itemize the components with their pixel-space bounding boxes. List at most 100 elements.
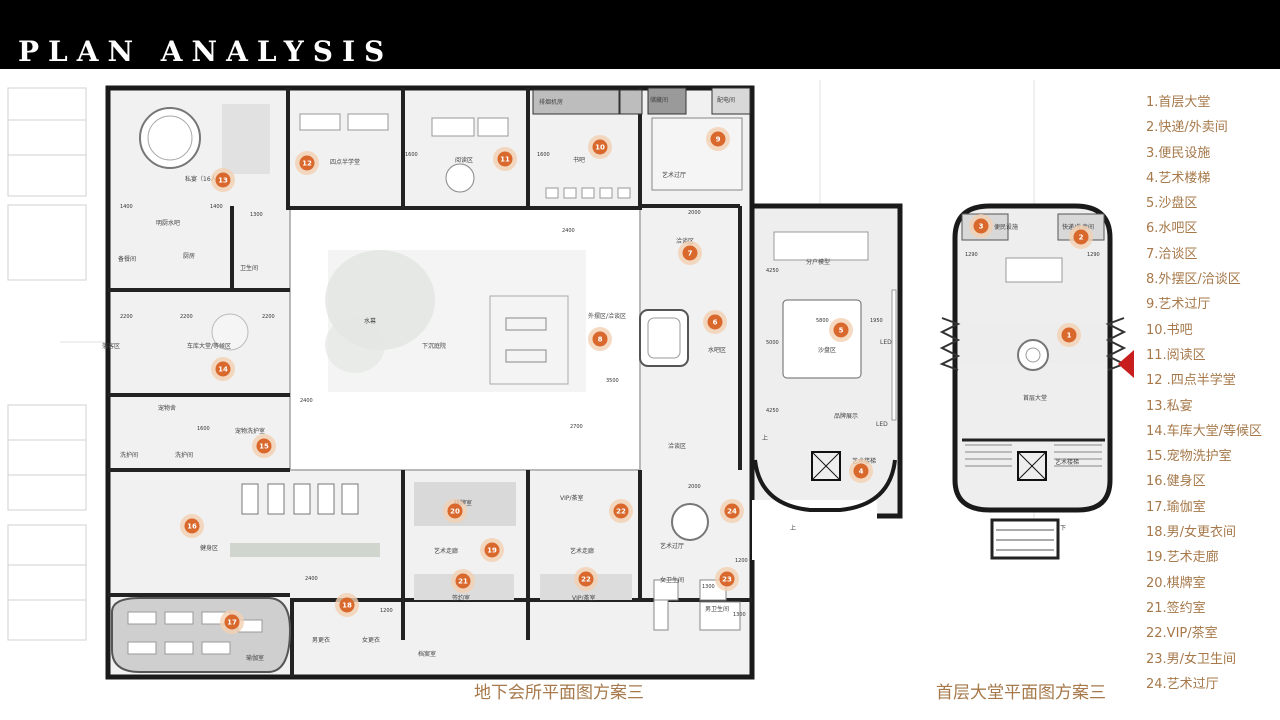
area-marker-14 <box>215 361 231 377</box>
area-marker-2 <box>1073 229 1089 245</box>
room-label: 艺术过厅 <box>660 542 684 550</box>
room-label: 档案室 <box>418 650 436 658</box>
legend-item: 5.沙盘区 <box>1146 196 1198 212</box>
room-label: 洽谈区 <box>668 442 686 450</box>
marker-number: 21 <box>458 578 468 586</box>
area-marker-22 <box>613 503 629 519</box>
legend-item: 16.健身区 <box>1146 474 1206 490</box>
marker-number: 4 <box>859 468 864 476</box>
room-label: 男更衣 <box>312 636 330 644</box>
room-label: 健身区 <box>200 544 218 552</box>
area-marker-8 <box>592 331 608 347</box>
area-marker-9 <box>710 131 726 147</box>
legend-item: 24.艺术过厅 <box>1146 676 1219 692</box>
area-marker-13 <box>215 172 231 188</box>
dimension-label: 1300 <box>250 212 263 218</box>
legend-item: 13.私宴 <box>1146 398 1193 414</box>
marker-number: 1 <box>1067 332 1072 340</box>
area-legend: 1.首层大堂 2.快递/外卖间 3.便民设施 4.艺术楼梯 5.沙盘区 6.水吧… <box>1146 90 1276 697</box>
legend-item: 9.艺术过厅 <box>1146 297 1211 313</box>
room-label: VIP/茶室 <box>560 494 584 502</box>
dimension-label: 1300 <box>733 612 746 618</box>
dimension-label: 1290 <box>965 252 978 258</box>
dimension-label: 2200 <box>262 314 275 320</box>
room-label: 卫生间 <box>240 264 258 272</box>
dimension-label: 1600 <box>537 152 550 158</box>
room-label: VIP/茶室 <box>572 594 596 602</box>
legend-item: 11.阅读区 <box>1146 347 1206 363</box>
room-label: 便民设施 <box>994 223 1018 231</box>
dimension-label: 4250 <box>766 408 779 414</box>
area-marker-4 <box>853 463 869 479</box>
room-label: 书吧 <box>573 156 585 164</box>
marker-number: 2 <box>1079 234 1084 242</box>
marker-number: 22 <box>616 508 626 516</box>
legend-item: 15.宠物洗护室 <box>1146 449 1232 465</box>
marker-number: 23 <box>722 576 732 584</box>
legend-item: 21.签约室 <box>1146 600 1206 616</box>
room-label: 瑜伽室 <box>246 654 264 662</box>
room-label: 上 <box>790 524 796 532</box>
legend-item: 12 .四点半学堂 <box>1146 373 1236 389</box>
area-marker-1 <box>1061 327 1077 343</box>
marker-number: 9 <box>716 136 721 144</box>
dimension-label: 2400 <box>562 228 575 234</box>
room-label: 阅读区 <box>455 156 473 164</box>
marker-number: 6 <box>713 319 718 327</box>
area-marker-10 <box>592 139 608 155</box>
room-label: 明厨水吧 <box>156 219 180 227</box>
marker-number: 12 <box>302 160 312 168</box>
area-marker-22 <box>578 571 594 587</box>
dimension-label: 2200 <box>120 314 133 320</box>
left-edge-rooms <box>7 87 87 641</box>
room-label: 备餐间 <box>118 255 136 263</box>
area-marker-15 <box>256 438 272 454</box>
legend-item: 17.瑜伽室 <box>1146 499 1206 515</box>
room-label: 四点半学堂 <box>330 158 360 166</box>
room-label: 男卫生间 <box>705 605 729 613</box>
room-label: 女更衣 <box>362 636 380 644</box>
dimension-label: 1600 <box>197 426 210 432</box>
dimension-label: 1290 <box>1087 252 1100 258</box>
area-marker-20 <box>447 503 463 519</box>
dimension-label: 3500 <box>606 378 619 384</box>
marker-number: 14 <box>218 366 228 374</box>
room-label: 水吧区 <box>708 346 726 354</box>
page-title: PLAN ANALYSIS <box>18 35 394 68</box>
room-label: 下沉庭院 <box>422 342 446 350</box>
area-marker-23 <box>719 571 735 587</box>
room-label: 下 <box>1060 525 1066 532</box>
room-label: 分户模型 <box>806 258 830 266</box>
legend-item: 10.书吧 <box>1146 322 1193 338</box>
area-marker-17 <box>224 614 240 630</box>
dimension-label: 1200 <box>380 608 393 614</box>
area-marker-16 <box>184 518 200 534</box>
room-label: 签约室 <box>452 594 470 602</box>
legend-item: 23.男/女卫生间 <box>1146 651 1237 667</box>
dimension-label: 2200 <box>180 314 193 320</box>
room-label: 落客区 <box>102 342 120 350</box>
dimension-label: 4250 <box>766 268 779 274</box>
legend-item: 8.外摆区/洽谈区 <box>1146 272 1241 288</box>
room-label: 艺术过厅 <box>662 171 686 179</box>
marker-number: 3 <box>979 223 984 231</box>
marker-number: 20 <box>450 508 460 516</box>
room-label: 艺术楼梯 <box>1055 458 1079 466</box>
room-label: 排烟机房 <box>539 98 563 106</box>
dimension-label: 2700 <box>570 424 583 430</box>
room-label: 沙盘区 <box>818 346 836 354</box>
area-marker-12 <box>299 155 315 171</box>
area-marker-5 <box>833 322 849 338</box>
legend-item: 18.男/女更衣间 <box>1146 525 1237 541</box>
marker-number: 7 <box>688 250 693 258</box>
room-label: 女卫生间 <box>660 576 684 584</box>
room-label: 洗护间 <box>120 451 138 459</box>
dimension-label: 5000 <box>766 340 779 346</box>
room-label: 首层大堂 <box>1023 394 1047 402</box>
room-label: LED <box>876 421 888 428</box>
area-marker-19 <box>484 542 500 558</box>
dimension-label: 2400 <box>305 576 318 582</box>
area-marker-21 <box>455 573 471 589</box>
dimension-label: 2000 <box>688 484 701 490</box>
